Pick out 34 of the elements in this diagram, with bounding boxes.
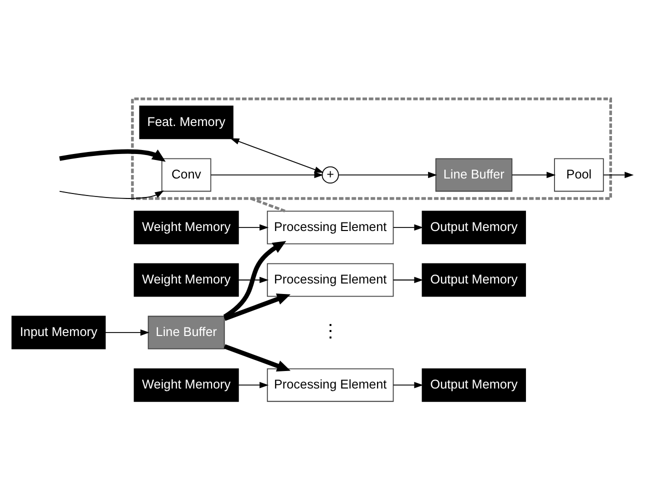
label: ⋮ xyxy=(321,320,340,341)
node-box: Feat. Memory xyxy=(139,105,234,139)
arrow xyxy=(512,171,556,178)
arrow xyxy=(338,171,438,178)
arrow xyxy=(238,381,269,388)
node-box: Weight Memory xyxy=(134,262,239,296)
arrow xyxy=(224,344,291,372)
arrow xyxy=(224,293,291,320)
node-box: Processing Element xyxy=(266,368,394,402)
node-box: Pool xyxy=(554,158,604,192)
node-circle: + xyxy=(322,166,339,184)
arrow xyxy=(392,224,424,230)
arrow xyxy=(210,171,324,178)
arrow xyxy=(238,224,269,230)
arrow xyxy=(59,190,164,198)
node-box: Output Memory xyxy=(422,262,526,296)
node-box: Line Buffer xyxy=(148,315,225,349)
node-box: Output Memory xyxy=(422,368,526,402)
node-box: Processing Element xyxy=(266,210,394,244)
arrow xyxy=(104,328,150,336)
arrow xyxy=(59,148,166,162)
node-box: Processing Element xyxy=(266,262,394,296)
arrow xyxy=(223,240,286,318)
arrow xyxy=(603,171,634,178)
node-box: Input Memory xyxy=(12,315,106,349)
arrow xyxy=(392,381,424,388)
arrow xyxy=(392,276,424,283)
node-box: Weight Memory xyxy=(134,368,239,402)
arrow xyxy=(230,138,324,172)
node-box: Conv xyxy=(161,158,212,192)
node-box: Line Buffer xyxy=(435,158,512,192)
node-box: Weight Memory xyxy=(134,210,239,244)
node-box: Output Memory xyxy=(422,210,526,244)
arrow xyxy=(238,276,269,283)
